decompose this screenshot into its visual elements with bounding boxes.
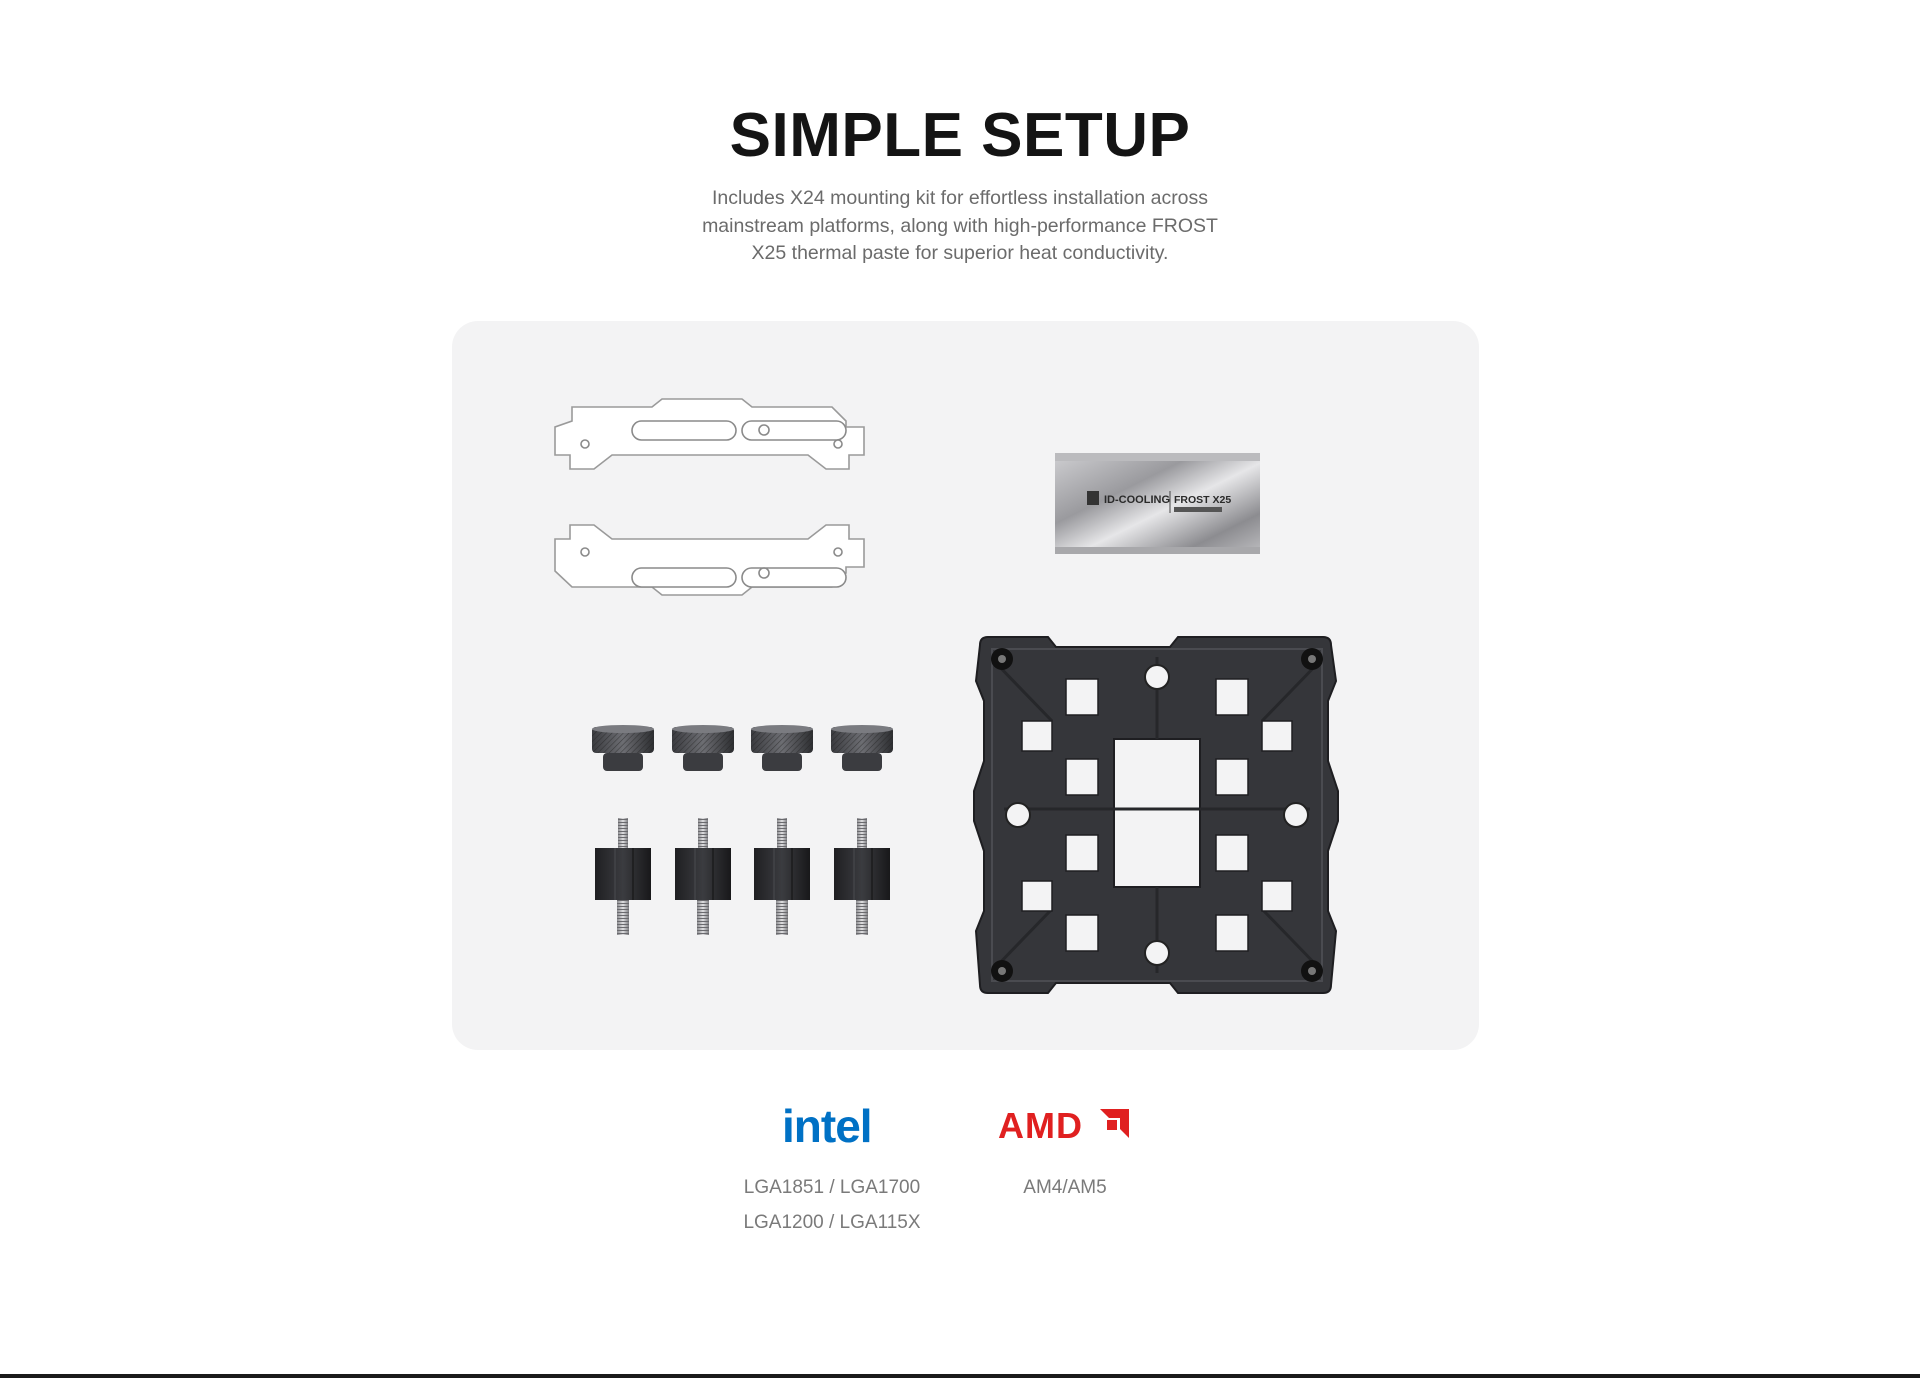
amd-arrow-mark-icon [1100, 1109, 1129, 1138]
bottom-divider [0, 1374, 1920, 1378]
page-description: Includes X24 mounting kit for effortless… [660, 185, 1260, 268]
intel-socket-line-2: LGA1200 / LGA115X [743, 1212, 921, 1233]
paste-brand: ID-COOLING [1104, 494, 1170, 506]
amd-logo-icon: AMD [998, 1106, 1129, 1142]
amd-logo-text: AMD [998, 1106, 1083, 1142]
intel-socket-list: LGA1851 / LGA1700 LGA1200 / LGA115X [712, 1170, 952, 1240]
amd-socket-list: AM4/AM5 [965, 1170, 1165, 1205]
standoffs [595, 818, 890, 935]
brand-logo-mark-icon [1087, 491, 1099, 505]
description-line-2: mainstream platforms, along with high-pe… [702, 214, 1218, 237]
intel-bracket-top [554, 398, 865, 470]
amd-socket-line-1: AM4/AM5 [1023, 1177, 1107, 1198]
thumb-nuts [592, 725, 893, 771]
page-title: SIMPLE SETUP [729, 101, 1191, 170]
intel-logo-icon: intel [782, 1100, 873, 1152]
mounting-kit-image-panel: ID-COOLING FROST X25 [452, 321, 1479, 1050]
intel-bracket-bottom [554, 524, 865, 596]
intel-socket-line-1: LGA1851 / LGA1700 [743, 1177, 921, 1198]
thermal-paste-packet: ID-COOLING FROST X25 [1055, 453, 1260, 554]
intel-logo-text: intel [782, 1100, 872, 1152]
description-line-1: Includes X24 mounting kit for effortless… [711, 187, 1209, 209]
paste-product: FROST X25 [1174, 494, 1231, 506]
backplate [973, 636, 1339, 994]
description-line-3: X25 thermal paste for superior heat cond… [751, 242, 1169, 264]
